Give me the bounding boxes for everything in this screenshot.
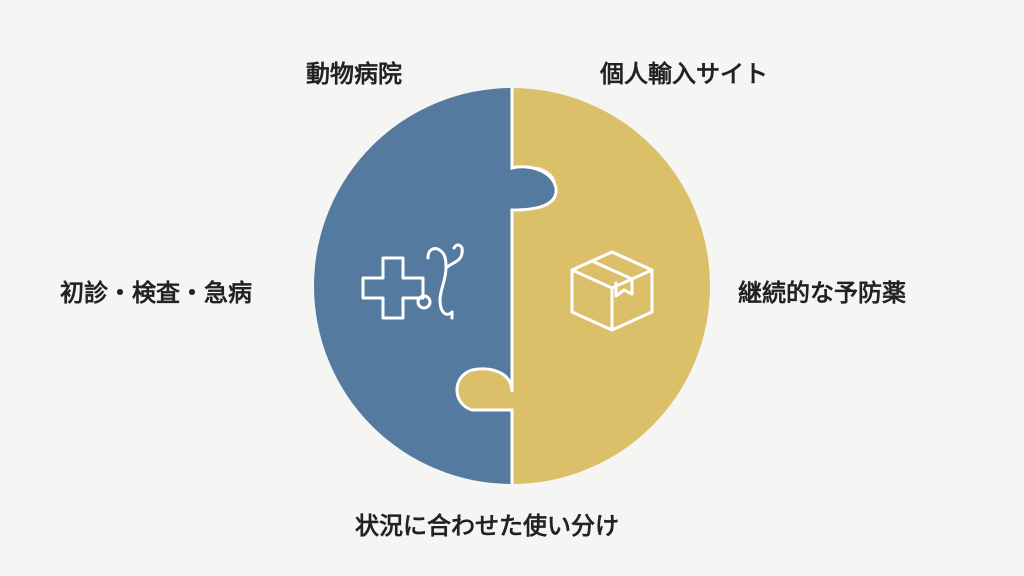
label-import-site: 個人輸入サイト [600,60,768,88]
puzzle-seam [455,88,558,484]
stethoscope-chest-piece [416,294,432,310]
puzzle-piece-right [457,88,710,484]
stethoscope-icon [426,243,464,320]
label-continuous-preventive: 継続的な予防薬 [738,279,906,307]
label-first-visit-tests-emergency: 初診・検査・急病 [60,279,252,307]
puzzle-piece-left [314,88,557,484]
medical-cross-stethoscope-icon [361,243,464,320]
label-use-by-situation: 状況に合わせた使い分け [355,512,619,540]
medical-cross-icon [361,256,425,320]
package-box-icon [570,250,654,332]
label-animal-hospital: 動物病院 [306,60,402,88]
